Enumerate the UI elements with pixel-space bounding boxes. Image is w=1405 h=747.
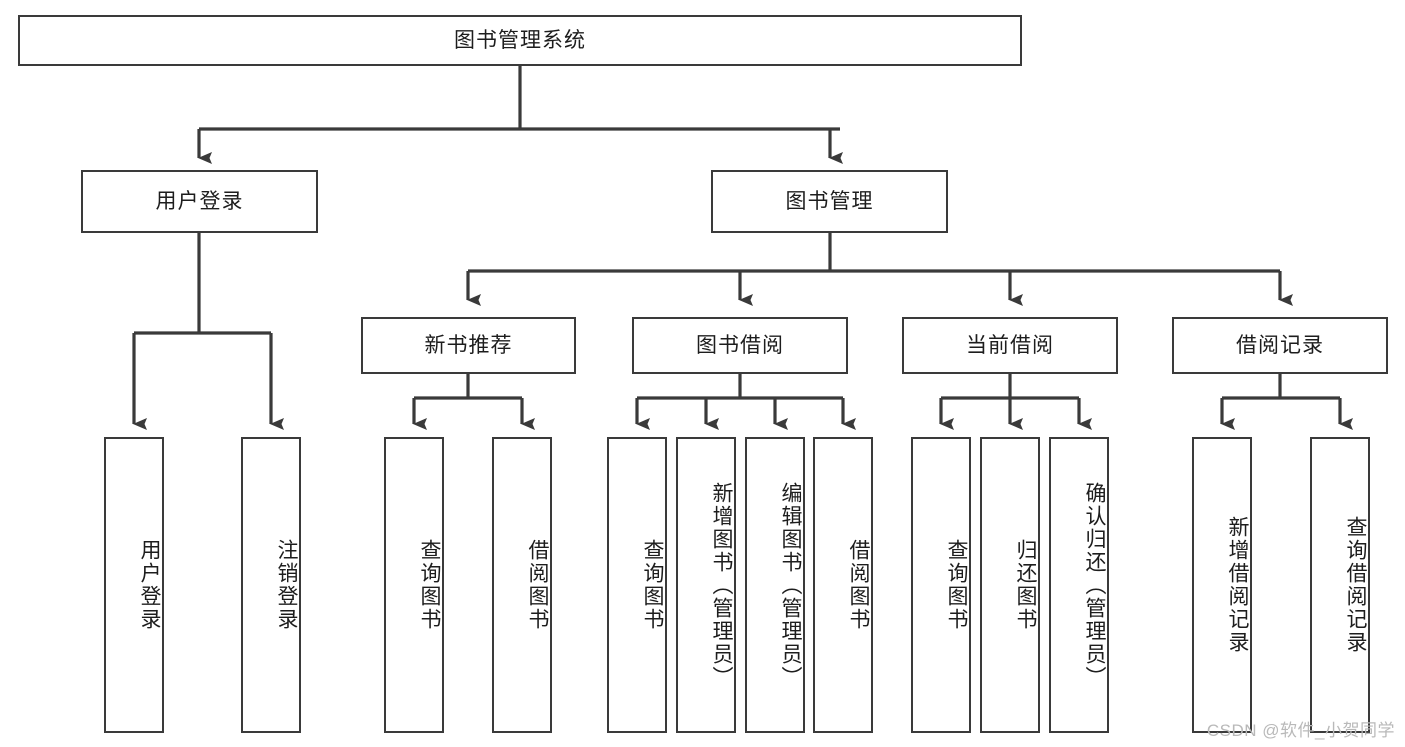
watermark-csdn: CSDN @软件_小贺同学 [1206,721,1395,740]
node-label: 新增借阅记录 [1226,516,1249,654]
leaf-borrow-book-1[interactable]: 借阅图书 [492,437,552,733]
node-label: 图书管理系统 [454,28,586,52]
leaf-query-borrow-record[interactable]: 查询借阅记录 [1310,437,1370,733]
node-book-borrow[interactable]: 图书借阅 [632,317,848,374]
leaf-query-book-3[interactable]: 查询图书 [911,437,971,733]
leaf-query-book-1[interactable]: 查询图书 [384,437,444,733]
node-label: 借阅图书 [847,539,870,631]
node-label: 确认归还（管理员） [1083,481,1106,689]
node-label: 当前借阅 [966,333,1054,357]
node-label: 新增图书（管理员） [710,481,733,689]
leaf-user-login[interactable]: 用户登录 [104,437,164,733]
node-label: 图书借阅 [696,333,784,357]
node-label: 用户登录 [155,189,244,213]
leaf-add-book[interactable]: 新增图书（管理员） [676,437,736,733]
node-label: 查询图书 [945,539,968,631]
node-label: 图书管理 [785,189,874,213]
node-label: 编辑图书（管理员） [779,481,802,689]
node-label: 借阅图书 [526,539,549,631]
node-label: 查询借阅记录 [1344,516,1367,654]
node-root-system[interactable]: 图书管理系统 [18,15,1022,66]
node-label: 新书推荐 [424,333,513,357]
node-current-borrow[interactable]: 当前借阅 [902,317,1118,374]
node-label: 查询图书 [418,539,441,631]
node-book-management[interactable]: 图书管理 [711,170,948,233]
leaf-logout-login[interactable]: 注销登录 [241,437,301,733]
node-user-login[interactable]: 用户登录 [81,170,318,233]
leaf-return-book[interactable]: 归还图书 [980,437,1040,733]
leaf-borrow-book-2[interactable]: 借阅图书 [813,437,873,733]
leaf-confirm-return[interactable]: 确认归还（管理员） [1049,437,1109,733]
node-label: 归还图书 [1014,539,1037,631]
leaf-add-borrow-record[interactable]: 新增借阅记录 [1192,437,1252,733]
node-label: 注销登录 [275,539,298,631]
node-label: 用户登录 [138,539,161,631]
node-borrow-record[interactable]: 借阅记录 [1172,317,1388,374]
node-label: 查询图书 [641,539,664,631]
leaf-edit-book[interactable]: 编辑图书（管理员） [745,437,805,733]
leaf-query-book-2[interactable]: 查询图书 [607,437,667,733]
node-label: 借阅记录 [1236,333,1324,357]
node-new-book-recommend[interactable]: 新书推荐 [361,317,576,374]
